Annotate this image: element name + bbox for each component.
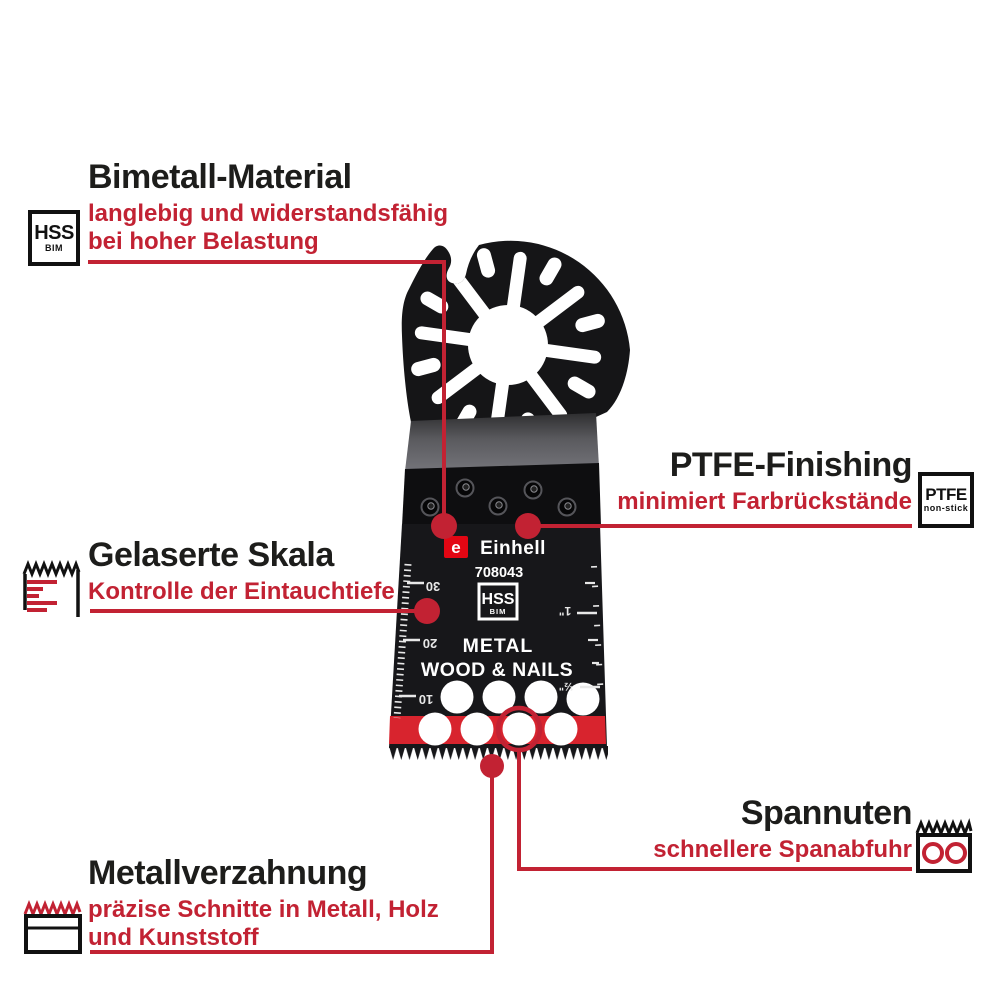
verzahnung-anchor-dot xyxy=(480,754,504,778)
callout-spannuten: Spannuten schnellere Spanabfuhr xyxy=(512,794,913,864)
blade-holes xyxy=(418,680,600,746)
callout-verzahnung-desc: präzise Schnitte in Metall, Holz und Kun… xyxy=(88,895,439,951)
scale-mark-20: 20 xyxy=(423,636,437,651)
hss-bim-blade-badge xyxy=(477,582,519,621)
imperial-mark-1in: 1" xyxy=(559,604,571,618)
einhell-logo-text: Einhell xyxy=(480,538,546,559)
blade-branding: e Einhell 708043 HSS BIM METAL WOOD & NA… xyxy=(421,536,573,681)
callout-bimetall: Bimetall-Material langlebig und widersta… xyxy=(88,158,488,255)
callout-ptfe-title: PTFE-Finishing xyxy=(669,446,913,484)
laser-scale-icon xyxy=(22,560,81,617)
model-number: 708043 xyxy=(475,565,523,581)
hss-bim-badge-icon: HSS BIM xyxy=(28,210,80,266)
callout-skala: Gelaserte Skala Kontrolle der Eintauchti… xyxy=(88,536,488,606)
material-label-1: METAL xyxy=(463,635,534,657)
callout-ptfe: PTFE-Finishing minimiert Farbrückstände xyxy=(512,446,913,516)
callout-verzahnung: Metallverzahnung präzise Schnitte in Met… xyxy=(88,854,508,951)
callout-connectors xyxy=(88,260,912,954)
callout-ptfe-desc: minimiert Farbrückstände xyxy=(617,487,912,515)
rivets xyxy=(420,478,577,517)
blade-teeth xyxy=(389,746,608,761)
blade-rivet-band xyxy=(402,463,601,526)
non-stick-label: non-stick xyxy=(923,503,969,514)
spannuten-connector xyxy=(517,750,912,871)
callout-anchor-dots xyxy=(414,513,543,778)
callout-verzahnung-title: Metallverzahnung xyxy=(88,854,368,892)
chip-flute-icon xyxy=(915,818,973,873)
callout-skala-title: Gelaserte Skala xyxy=(88,536,334,574)
scale-mark-10: 10 xyxy=(419,692,433,707)
blade-imperial-scale: 1" ½" xyxy=(559,565,604,701)
skala-anchor-dot xyxy=(414,598,440,624)
ptfe-anchor-dot xyxy=(515,513,541,539)
metal-teeth-icon xyxy=(23,900,82,954)
blade-depth-scale: 30 20 10 xyxy=(393,563,440,719)
einhell-logo-mark xyxy=(444,536,468,558)
callout-bimetall-title: Bimetall-Material xyxy=(88,158,352,196)
einhell-logo-letter: e xyxy=(451,538,460,557)
callout-bimetall-desc: langlebig und widerstandsfähig bei hoher… xyxy=(88,199,449,255)
callout-spannuten-desc: schnellere Spanabfuhr xyxy=(653,835,912,863)
blade-badge-hss: HSS xyxy=(482,591,515,608)
bim-label: BIM xyxy=(45,242,63,253)
scale-mark-30: 30 xyxy=(426,579,440,594)
bimetall-connector xyxy=(88,260,446,526)
spannuten-anchor-ring xyxy=(495,705,543,753)
verzahnung-connector xyxy=(90,766,494,954)
callout-spannuten-title: Spannuten xyxy=(740,794,913,832)
hss-label: HSS xyxy=(34,221,74,244)
ptfe-non-stick-badge-icon: PTFE non-stick xyxy=(918,472,974,528)
callout-skala-desc: Kontrolle der Eintauchtiefe xyxy=(88,577,395,605)
blade-clamp-band xyxy=(405,413,599,471)
ptfe-label: PTFE xyxy=(925,485,967,505)
blade-badge-bim: BIM xyxy=(490,607,507,616)
imperial-mark-half-in: ½" xyxy=(559,680,573,692)
bimetall-anchor-dot xyxy=(431,513,457,539)
material-label-2: WOOD & NAILS xyxy=(421,659,573,681)
